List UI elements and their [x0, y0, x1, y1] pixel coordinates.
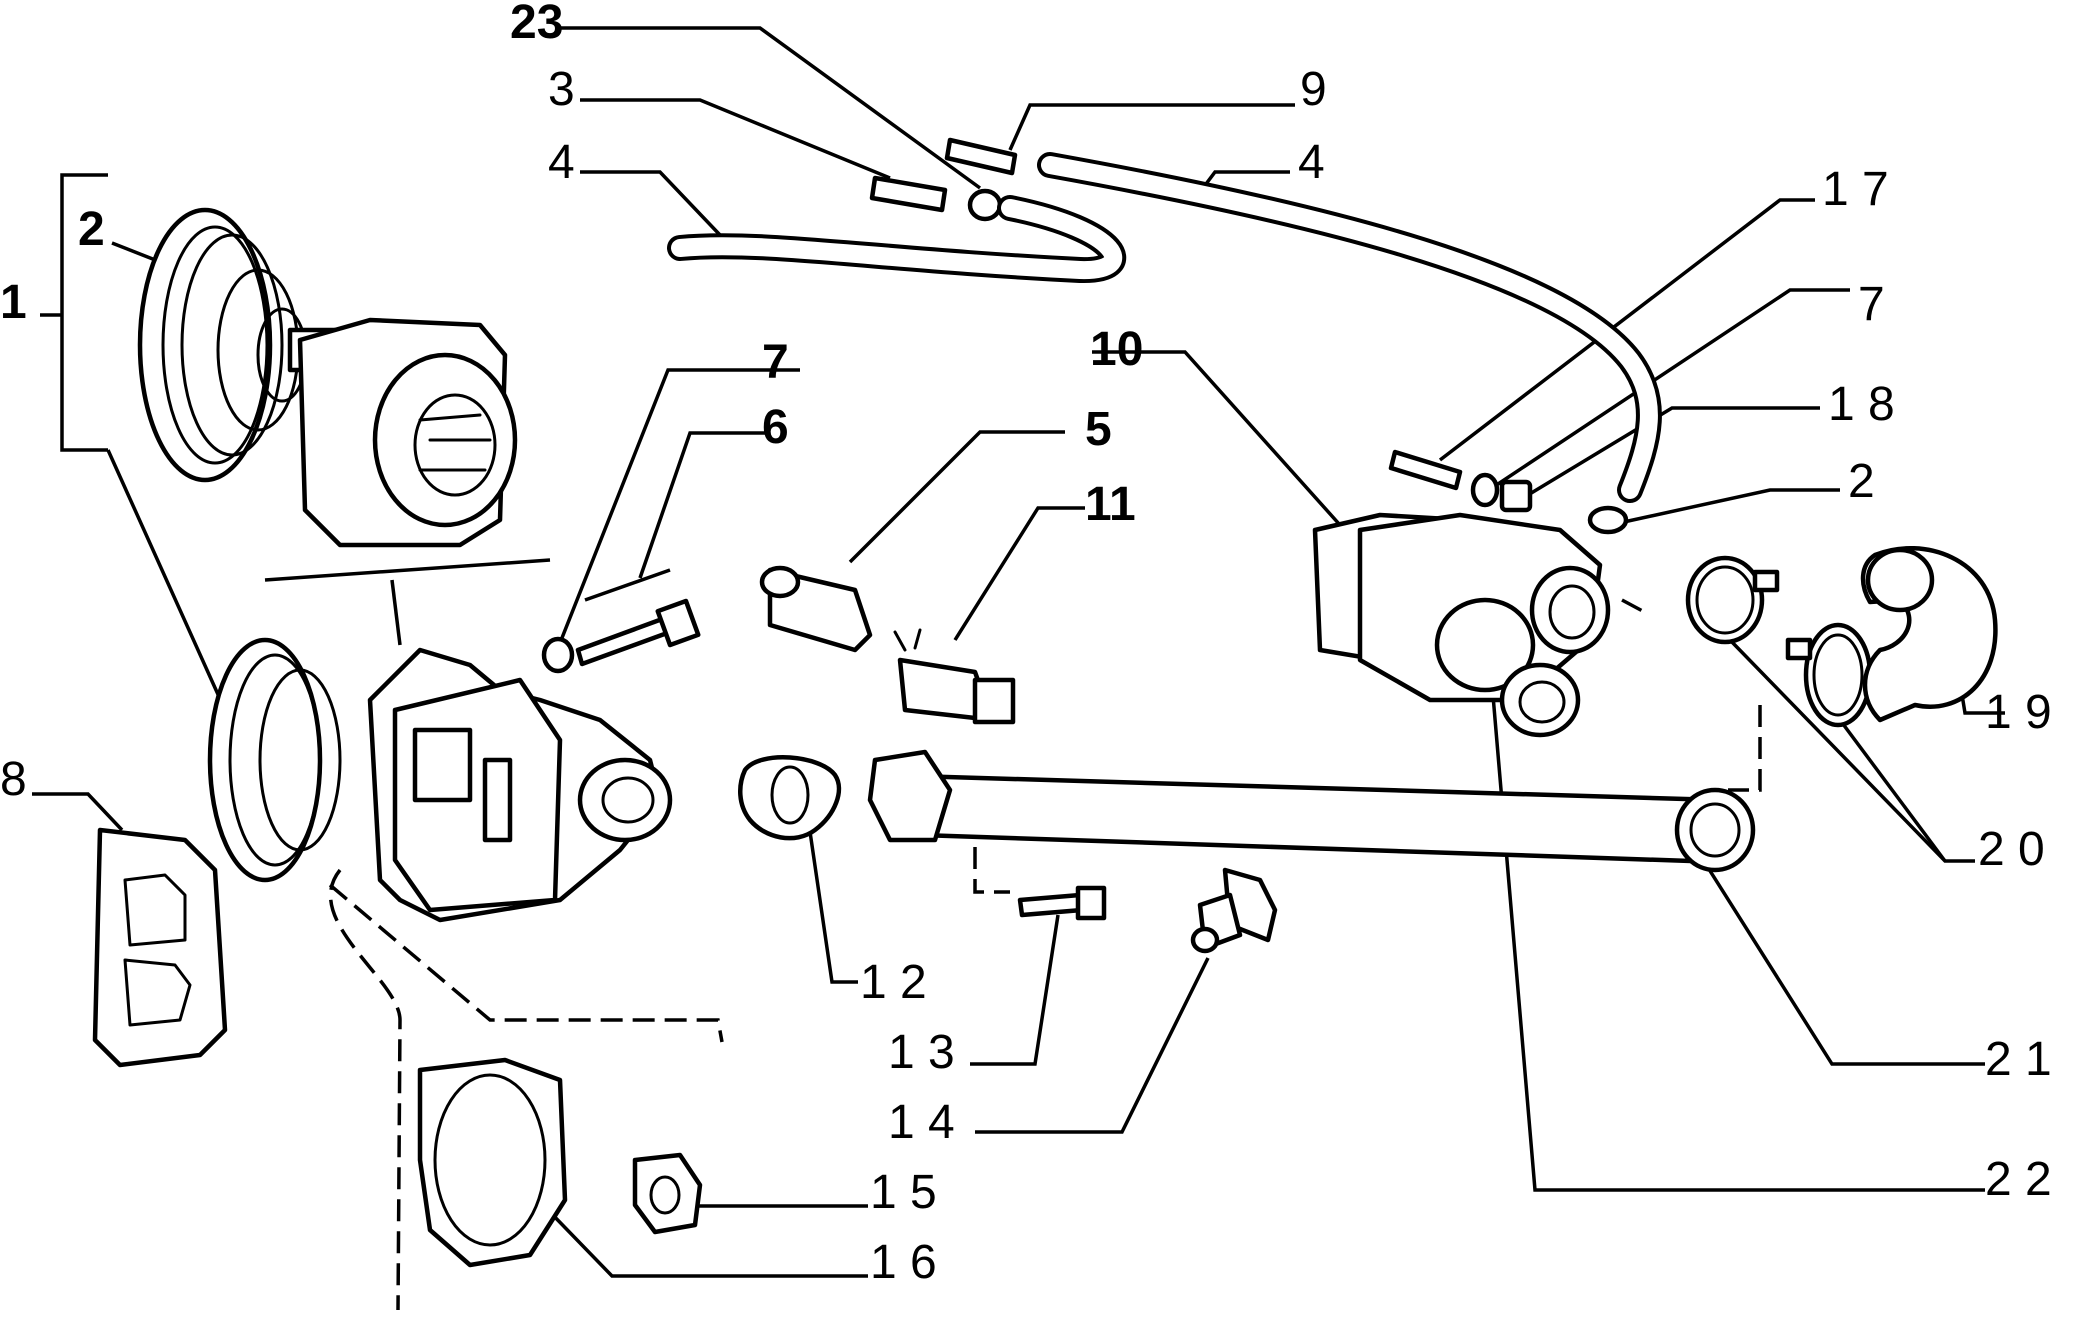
filter-5 [759, 565, 873, 653]
water-pipe-21 [867, 749, 1756, 873]
callout-3: 3 [548, 63, 575, 116]
fitting-3 [869, 175, 948, 213]
nut-18 [1499, 479, 1533, 513]
clamp-23 [967, 188, 1003, 222]
callout-13: 1 3 [888, 1026, 955, 1079]
gasket-16 [417, 1057, 568, 1268]
callout-4-right: 4 [1298, 136, 1325, 189]
washer-7 [541, 636, 575, 674]
callout-2: 2 [78, 203, 105, 256]
hose-elbow-19 [1860, 545, 1998, 723]
gasket-12 [738, 755, 842, 841]
callout-5: 5 [1085, 403, 1112, 456]
callout-16: 1 6 [870, 1236, 937, 1289]
callout-12: 1 2 [860, 956, 927, 1009]
stud-17 [1388, 449, 1463, 491]
callout-7-right: 7 [1858, 278, 1885, 331]
bolt-13 [1017, 885, 1107, 921]
hose-clamp-20b [1785, 622, 1873, 728]
water-pump-body-top [297, 317, 518, 548]
callout-17: 1 7 [1822, 163, 1889, 216]
gasket-8 [92, 827, 228, 1068]
water-pump-assembly [207, 637, 673, 923]
callout-15: 1 5 [870, 1166, 937, 1219]
callout-23: 23 [510, 0, 563, 49]
callout-4-left: 4 [548, 136, 575, 189]
callout-11: 11 [1085, 478, 1136, 531]
callout-20: 2 0 [1978, 823, 2045, 876]
callout-9: 9 [1300, 63, 1327, 116]
clamp-2-right [1587, 505, 1629, 535]
drain-valve-14 [1190, 867, 1278, 954]
hose-clamp-20a [1685, 555, 1780, 645]
bolt-6 [575, 568, 701, 667]
callout-7-left: 7 [762, 336, 789, 389]
thermostat-housing-10 [1312, 512, 1611, 738]
callout-21: 2 1 [1985, 1033, 2052, 1086]
callout-22: 2 2 [1985, 1153, 2052, 1206]
nut-15 [632, 1152, 703, 1235]
callout-6: 6 [762, 401, 789, 454]
washer-7-right [1470, 472, 1500, 508]
callout-14: 1 4 [888, 1096, 955, 1149]
fitting-9 [944, 137, 1018, 176]
callout-1: 1 [0, 276, 27, 329]
callout-18: 1 8 [1828, 378, 1895, 431]
hose-4-left [667, 195, 1126, 284]
callout-labels: 1 2 23 3 4 9 4 1 7 7 1 8 2 10 7 6 5 11 1… [0, 0, 2052, 1289]
leader-lines [32, 26, 2005, 1311]
callout-10: 10 [1090, 323, 1143, 376]
callout-2-right: 2 [1848, 455, 1875, 508]
temperature-sensor-11 [893, 628, 1016, 725]
hose-4-right [1037, 152, 1662, 503]
callout-8: 8 [0, 753, 27, 806]
callout-19: 1 9 [1985, 686, 2052, 739]
